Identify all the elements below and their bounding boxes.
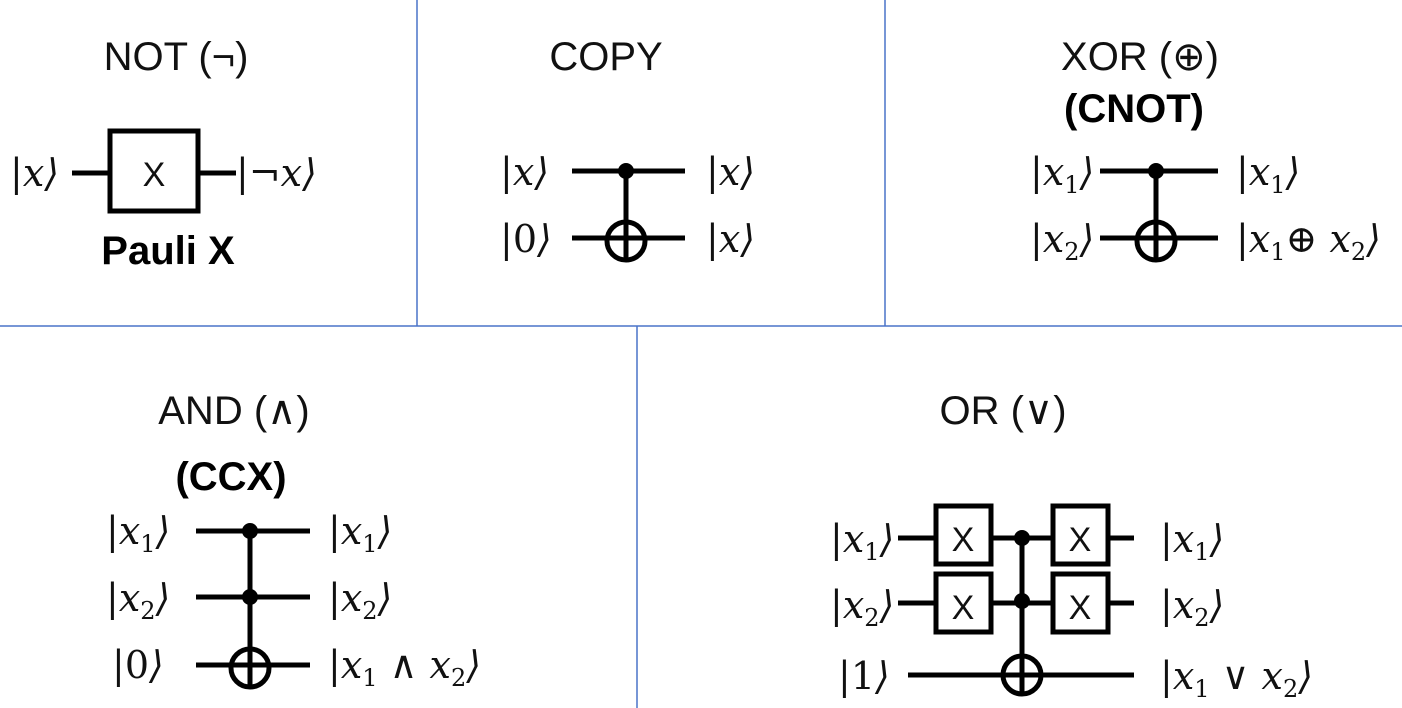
or-input-2: |x2⟩ (830, 583, 894, 632)
not-output-label: |¬x⟩ (236, 151, 317, 195)
copy-output-1: |x⟩ (706, 150, 755, 194)
or-panel: OR (∨) |x1⟩ |x2⟩ |1⟩ X X X X |x1⟩ |x2⟩ |… (830, 389, 1313, 703)
or-output-3: |x1 ∨ x2⟩ (1160, 654, 1313, 703)
copy-panel: COPY |x⟩ |0⟩ |x⟩ |x⟩ (500, 35, 755, 263)
copy-input-1: |x⟩ (500, 150, 549, 194)
copy-control-dot (618, 163, 634, 179)
and-output-1: |x1⟩ (328, 509, 392, 558)
not-caption: Pauli X (101, 229, 235, 273)
or-output-2: |x2⟩ (1160, 583, 1224, 632)
or-gate-box-3 (1050, 503, 1111, 567)
or-gate-box-2 (933, 571, 994, 635)
and-output-3: |x1 ∧ x2⟩ (328, 643, 481, 692)
xor-input-1: |x1⟩ (1030, 150, 1094, 199)
not-gate-label: X (143, 156, 166, 194)
and-panel: AND (∧) (CCX) |x1⟩ |x2⟩ |0⟩ |x1⟩ |x2⟩ |x… (106, 389, 481, 692)
copy-output-2: |x⟩ (706, 217, 755, 261)
xor-panel: XOR (⊕) (CNOT) |x1⟩ |x2⟩ |x1⟩ |x1⊕ x2⟩ (1030, 35, 1381, 266)
or-title: OR (∨) (939, 389, 1066, 433)
not-title: NOT (¬) (104, 35, 249, 79)
and-title: AND (∧) (158, 389, 309, 433)
or-control-dot-1 (1014, 530, 1030, 546)
xor-control-dot (1148, 163, 1164, 179)
or-gate-label-4: X (1069, 589, 1092, 627)
and-input-2: |x2⟩ (106, 576, 170, 625)
or-input-1: |x1⟩ (830, 517, 894, 566)
copy-input-2: |0⟩ (500, 217, 552, 261)
and-control-dot-1 (242, 523, 258, 539)
xor-title: XOR (⊕) (1061, 35, 1219, 79)
xor-output-1: |x1⟩ (1236, 150, 1300, 199)
or-output-1: |x1⟩ (1160, 517, 1224, 566)
or-gate-label-2: X (952, 589, 975, 627)
and-control-dot-2 (242, 589, 258, 605)
not-input-label: |x⟩ (10, 151, 59, 195)
and-input-1: |x1⟩ (106, 509, 170, 558)
xor-caption: (CNOT) (1064, 87, 1204, 131)
or-gate-box-1 (933, 503, 994, 567)
or-gate-box-4 (1050, 571, 1111, 635)
xor-input-2: |x2⟩ (1030, 217, 1094, 266)
or-control-dot-2 (1014, 593, 1030, 609)
or-gate-label-1: X (952, 521, 975, 559)
and-input-3: |0⟩ (112, 643, 164, 687)
xor-output-2: |x1⊕ x2⟩ (1236, 217, 1381, 266)
copy-title: COPY (549, 35, 662, 79)
and-caption: (CCX) (175, 455, 286, 499)
and-output-2: |x2⟩ (328, 576, 392, 625)
not-panel: NOT (¬) |x⟩ X |¬x⟩ Pauli X (10, 35, 317, 273)
or-gate-label-3: X (1069, 521, 1092, 559)
or-input-3: |1⟩ (838, 654, 890, 698)
